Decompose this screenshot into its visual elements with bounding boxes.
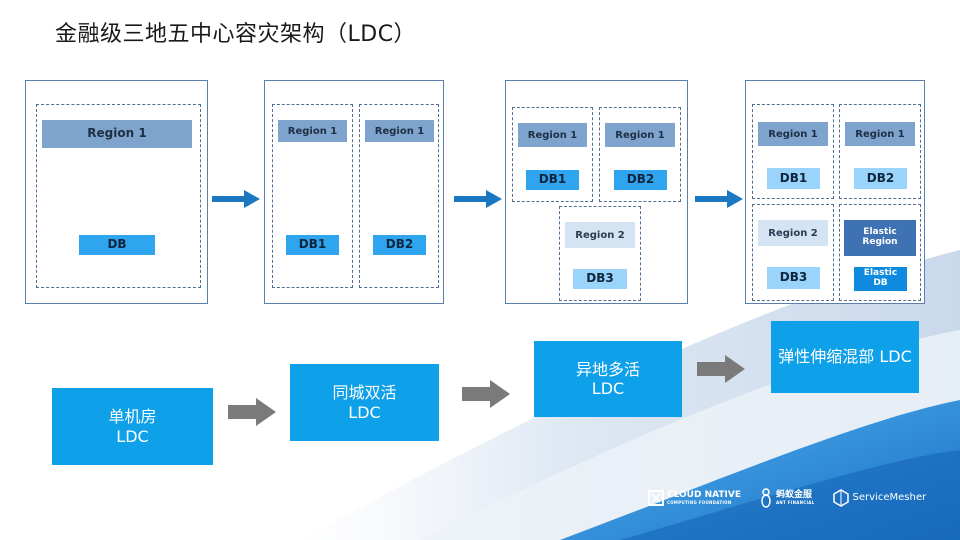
cncf-subtitle: COMPUTING FOUNDATION — [667, 499, 732, 505]
region-box: Region 2 — [565, 222, 635, 248]
servicemesher-logo: ServiceMesher — [832, 489, 927, 507]
region-box: Region 1 — [605, 123, 675, 147]
elastic-region-box: Elastic Region — [844, 220, 916, 256]
stage-sublabel: LDC — [348, 402, 381, 422]
zone-3: Region 2 DB3 — [559, 206, 641, 301]
cncf-title: CLOUD NATIVE — [667, 490, 741, 501]
ant-title: 蚂蚁金服 — [775, 490, 812, 501]
db-box: DB2 — [373, 235, 426, 255]
ant-subtitle: ANT FINANCIAL — [775, 499, 815, 505]
stage-single-dc: 单机房 LDC — [52, 388, 213, 465]
region-box: Region 1 — [42, 120, 192, 148]
region-box: Region 1 — [365, 120, 434, 142]
diagram-multi-region: Region 1 DB1 Region 1 DB2 Region 2 DB3 — [505, 80, 688, 304]
db-box: DB1 — [286, 235, 339, 255]
diagram-dual-dc: Region 1 DB1 Region 1 DB2 — [264, 80, 444, 304]
zone-1: Region 1 DB — [36, 104, 201, 288]
diagram-elastic: Region 1 DB1 Region 1 DB2 Region 2 DB3 E… — [745, 80, 925, 304]
db-box: DB — [79, 235, 155, 255]
arrow-right-icon — [228, 398, 276, 426]
arrow-right-icon — [454, 190, 502, 208]
zone-1: Region 1 DB1 — [272, 104, 353, 288]
db-box: DB2 — [614, 170, 667, 190]
cncf-logo: CLOUD NATIVE COMPUTING FOUNDATION — [648, 490, 741, 506]
stage-label: 异地多活 — [575, 359, 640, 379]
stage-sublabel: LDC — [116, 426, 149, 446]
servicemesher-icon — [832, 489, 849, 507]
region-box: Region 1 — [278, 120, 347, 142]
zone-2: Region 1 DB2 — [839, 104, 921, 199]
servicemesher-title: ServiceMesher — [852, 491, 927, 503]
region-box: Region 1 — [518, 123, 587, 147]
db-box: DB1 — [767, 168, 820, 189]
zone-1: Region 1 DB1 — [512, 107, 593, 202]
region-box: Region 1 — [758, 122, 828, 146]
stage-label: 弹性伸缩混部 LDC — [778, 347, 912, 367]
ant-icon — [761, 488, 771, 508]
zone-3: Region 2 DB3 — [752, 204, 834, 301]
arrow-right-icon — [695, 190, 743, 208]
region-box: Region 2 — [758, 220, 828, 246]
page-title: 金融级三地五中心容灾架构（LDC） — [55, 22, 417, 47]
stage-label: 单机房 — [108, 407, 157, 427]
arrow-right-icon — [212, 190, 260, 208]
arrow-right-icon — [697, 355, 745, 383]
stage-multi-region: 异地多活 LDC — [534, 341, 682, 417]
arrow-right-icon — [462, 380, 510, 408]
db-box: DB1 — [526, 170, 579, 190]
zone-1: Region 1 DB1 — [752, 104, 834, 199]
stage-dual-dc: 同城双活 LDC — [290, 364, 439, 441]
stage-label: 同城双活 — [332, 383, 397, 403]
elastic-db-box: Elastic DB — [854, 267, 907, 291]
stage-sublabel: LDC — [591, 379, 625, 398]
cncf-icon — [648, 490, 664, 506]
zone-2: Region 1 DB2 — [599, 107, 681, 202]
zone-elastic: Elastic Region Elastic DB — [839, 204, 921, 301]
region-box: Region 1 — [845, 122, 915, 146]
db-box: DB3 — [573, 269, 627, 289]
ant-financial-logo: 蚂蚁金服 ANT FINANCIAL — [759, 488, 815, 508]
zone-2: Region 1 DB2 — [359, 104, 439, 288]
db-box: DB2 — [854, 168, 907, 189]
diagram-single-dc: Region 1 DB — [25, 80, 208, 304]
footer-logos: CLOUD NATIVE COMPUTING FOUNDATION 蚂蚁金服 A… — [648, 488, 944, 508]
db-box: DB3 — [767, 267, 820, 289]
stage-elastic: 弹性伸缩混部 LDC — [771, 321, 919, 393]
